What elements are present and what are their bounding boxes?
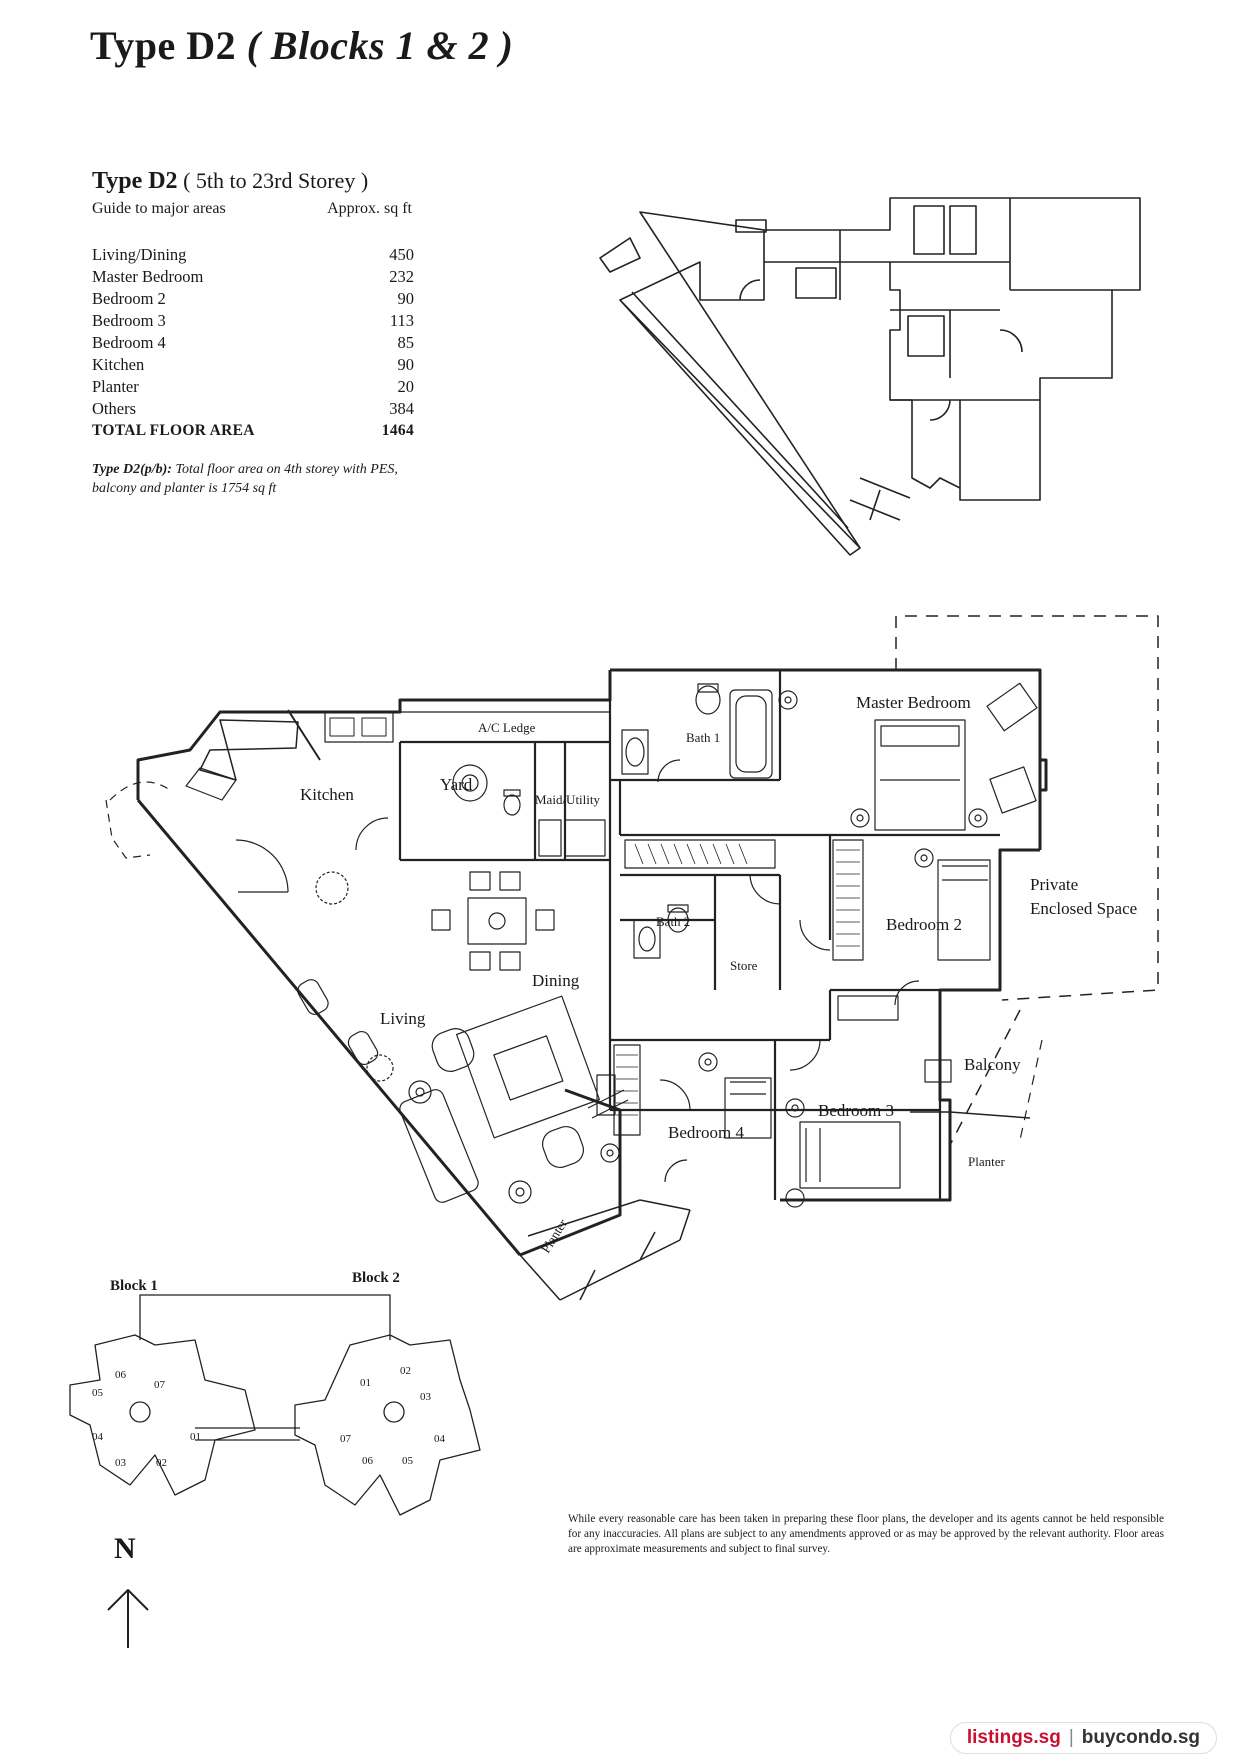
title-type: Type D2 (90, 23, 237, 68)
guide-left-label: Guide to major areas (92, 200, 226, 217)
b2-unit-04: 04 (434, 1433, 446, 1445)
north-label: N (114, 1532, 136, 1565)
b1-unit-03: 03 (115, 1457, 127, 1469)
b1-unit-05: 05 (92, 1387, 104, 1399)
b1-unit-04: 04 (92, 1431, 104, 1443)
subtitle-type: Type D2 (92, 168, 178, 194)
label-maid-utility: Maid/Utility (535, 792, 601, 807)
footer-link-buycondo[interactable]: buycondo.sg (1081, 1727, 1200, 1748)
label-block-2: Block 2 (352, 1270, 400, 1286)
footer-brand-badge: listings.sg | buycondo.sg (949, 1722, 1217, 1754)
page-title: Type D2 ( Blocks 1 & 2 ) (90, 22, 513, 69)
b1-unit-02: 02 (156, 1457, 167, 1469)
label-master-bedroom: Master Bedroom (856, 693, 971, 712)
guide-right-label: Approx. sq ft (327, 200, 412, 217)
label-bedroom-4: Bedroom 4 (668, 1123, 745, 1142)
room-labels: Master Bedroom Bath 1 A/C Ledge Yard Mai… (300, 693, 1137, 1256)
label-store: Store (730, 958, 758, 973)
label-dining: Dining (532, 971, 580, 990)
b2-unit-06: 06 (362, 1455, 374, 1467)
label-pes-line1: Private (1030, 875, 1078, 894)
title-blocks: ( Blocks 1 & 2 ) (246, 23, 514, 68)
b1-unit-07: 07 (154, 1379, 166, 1391)
label-bath-2: Bath 2 (656, 914, 690, 929)
label-pes-line2: Enclosed Space (1030, 899, 1137, 918)
b1-unit-01: 01 (190, 1431, 201, 1443)
label-bedroom-2: Bedroom 2 (886, 915, 962, 934)
b1-unit-06: 06 (115, 1369, 127, 1381)
unit-subtitle: Type D2 ( 5th to 23rd Storey ) (92, 168, 368, 195)
disclaimer-text: While every reasonable care has been tak… (568, 1513, 1164, 1555)
note-label: Type D2(p/b): (92, 462, 172, 477)
pb-note: Type D2(p/b): Total floor area on 4th st… (92, 460, 432, 498)
key-plan-labels: Block 1 Block 2 06 07 05 04 01 03 02 02 … (92, 1270, 446, 1469)
b2-unit-07: 07 (340, 1433, 352, 1445)
b2-unit-02: 02 (400, 1365, 411, 1377)
north-arrow-icon (107, 1589, 149, 1648)
b2-unit-01: 01 (360, 1377, 371, 1389)
label-living: Living (380, 1009, 426, 1028)
note-text: Total floor area on 4th storey with PES,… (92, 462, 398, 496)
label-block-1: Block 1 (110, 1278, 158, 1294)
footer-separator: | (1068, 1727, 1074, 1748)
main-floor-plan (105, 615, 1159, 1301)
label-yard: Yard (440, 775, 473, 794)
label-balcony: Balcony (964, 1055, 1021, 1074)
key-plan (69, 1294, 481, 1516)
label-bedroom-3: Bedroom 3 (818, 1101, 894, 1120)
label-bath-1: Bath 1 (686, 730, 720, 745)
subtitle-storey: ( 5th to 23rd Storey ) (183, 168, 369, 193)
b2-unit-03: 03 (420, 1391, 432, 1403)
label-ac-ledge: A/C Ledge (478, 720, 536, 735)
label-planter: Planter (968, 1154, 1005, 1169)
label-kitchen: Kitchen (300, 785, 354, 804)
footer-link-listings[interactable]: listings.sg (966, 1727, 1061, 1748)
area-guide-header: Guide to major areas Approx. sq ft (92, 200, 412, 218)
small-floor-plan (599, 197, 1141, 556)
b2-unit-05: 05 (402, 1455, 414, 1467)
